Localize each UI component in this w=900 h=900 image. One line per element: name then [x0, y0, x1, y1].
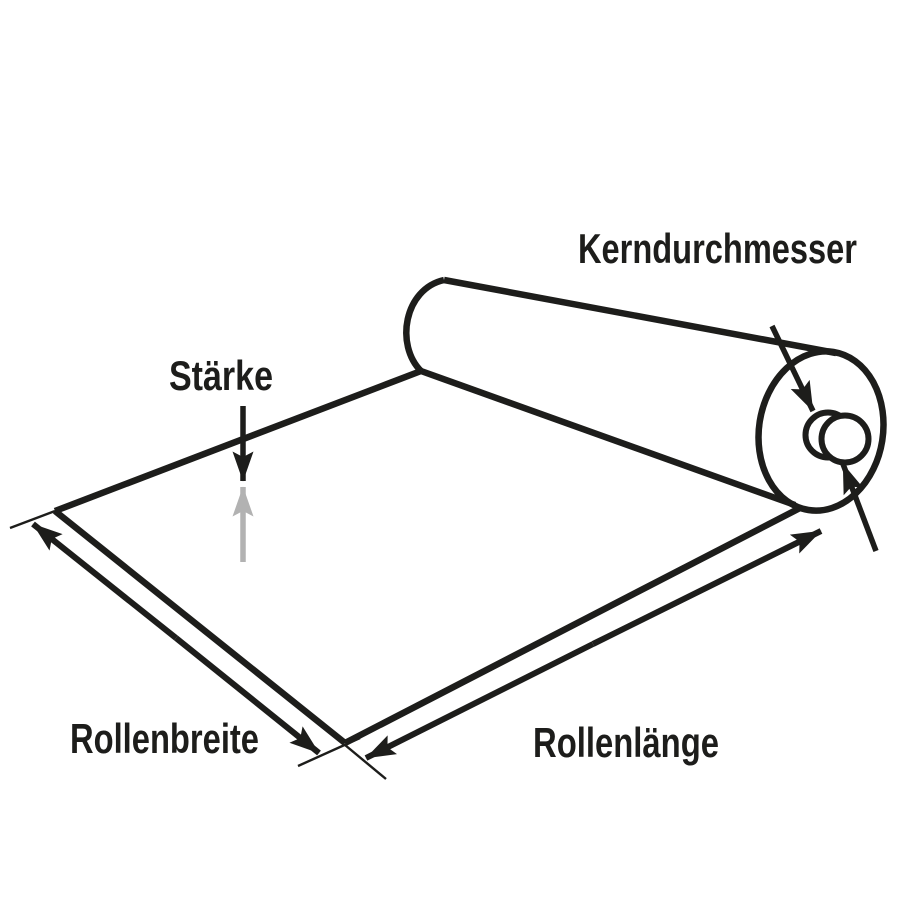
roll-end-cap-left	[403, 276, 445, 374]
dimension-extension-line-left-corner	[9, 509, 56, 530]
roll-end-face	[755, 348, 887, 514]
dimension-extension-line-bottom-corner-length	[344, 744, 387, 780]
roll-top-edge	[443, 276, 837, 357]
sheet-left-edge	[52, 508, 348, 746]
thickness-label: Stärke	[169, 352, 273, 399]
core-diameter-label: Kerndurchmesser	[578, 225, 857, 272]
roll-width-dimension-arrow	[31, 521, 321, 756]
paper-roll	[403, 276, 887, 514]
roll-length-arrow-right-half	[591, 528, 823, 647]
roll-width-label: Rollenbreite	[70, 715, 259, 762]
label-layer: Kerndurchmesser Stärke Rollenbreite Roll…	[70, 225, 857, 766]
ink-layer	[9, 276, 887, 780]
core-diameter-lower-arrow	[840, 463, 879, 552]
roll-core-front	[818, 412, 872, 466]
paper-sheet	[52, 367, 802, 746]
sheet-top-edge	[53, 367, 423, 515]
roll-bottom-edge	[419, 367, 797, 509]
roll-width-arrow-right-half	[174, 635, 321, 756]
roll-length-label: Rollenlänge	[533, 719, 719, 766]
roll-length-arrow-left-half	[364, 641, 595, 761]
sheet-bottom-edge	[343, 505, 802, 746]
roll-length-dimension-arrow	[364, 528, 823, 761]
core-diameter-upper-arrow	[769, 324, 816, 413]
dimension-extension-line-bottom-corner-width	[297, 736, 361, 768]
roll-width-arrow-left-half	[31, 521, 178, 641]
